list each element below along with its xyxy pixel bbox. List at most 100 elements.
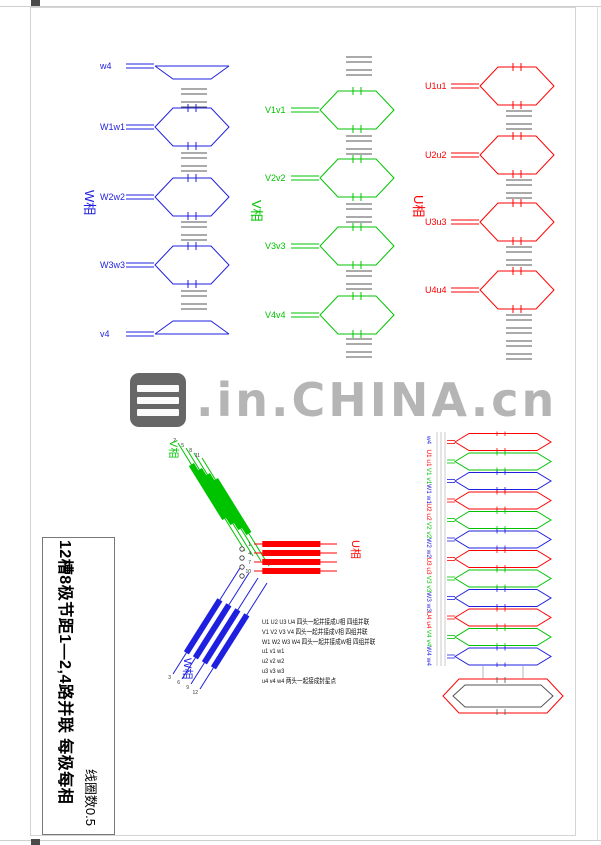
terminal-number: 1 bbox=[248, 542, 251, 548]
coil-shape bbox=[479, 135, 555, 175]
slot-coil bbox=[454, 550, 552, 568]
coil-body bbox=[192, 603, 232, 660]
coil-label: V3v3 bbox=[265, 241, 286, 251]
terminal-number: 2 bbox=[173, 438, 176, 444]
star-point bbox=[239, 564, 245, 570]
note-line: U1 U2 U3 U4 四头一起并接成U相 四组并联 bbox=[262, 619, 370, 626]
coil-body bbox=[210, 613, 250, 670]
page-edge-line-top bbox=[0, 6, 601, 7]
coil-body bbox=[201, 608, 241, 665]
slot-label: V2 v2 bbox=[425, 522, 432, 539]
scan-mark-top bbox=[31, 0, 40, 6]
terminal-number: 12 bbox=[192, 690, 198, 696]
end-coil-inner bbox=[452, 684, 554, 708]
coil-shape bbox=[154, 245, 230, 285]
slot-coil bbox=[454, 589, 552, 607]
coil-shape bbox=[319, 226, 395, 266]
star-point bbox=[239, 555, 245, 561]
coil-label: w4 bbox=[99, 61, 112, 71]
watermark-text: .in.CHINA.cn bbox=[196, 373, 558, 427]
phase-label: W相 bbox=[82, 190, 97, 215]
coil-body bbox=[212, 478, 252, 536]
coil-label: U3u3 bbox=[425, 217, 447, 227]
note-line: u1 v1 w1 bbox=[262, 648, 285, 656]
title-line1: 12槽8极节距1—2,4路并联 每极每相 bbox=[56, 540, 74, 805]
slot-label: W4 w4 bbox=[425, 646, 432, 666]
slot-label: U4 u4 bbox=[425, 611, 432, 629]
coil-label: W2w2 bbox=[100, 192, 125, 202]
coil-label: U4u4 bbox=[425, 285, 447, 295]
slot-coil bbox=[454, 530, 552, 549]
terminal-number: 11 bbox=[195, 453, 200, 459]
coil-label: W1w1 bbox=[100, 122, 125, 132]
half-coil bbox=[154, 65, 230, 80]
phase-label: U相 bbox=[411, 195, 426, 217]
sheet-frame bbox=[30, 7, 576, 836]
coil-label: v4 bbox=[100, 329, 110, 339]
phase-label: W相 bbox=[181, 658, 194, 679]
slot-label: W1 w1 bbox=[425, 484, 432, 504]
coil-label: W3w3 bbox=[100, 260, 125, 270]
slot-label: U2 u2 bbox=[425, 503, 432, 521]
watermark: .in.CHINA.cn bbox=[130, 368, 557, 432]
connection-notes: U1 U2 U3 U4 四头一起并接成U相 四组并联 V1 V2 V3 V4 四头… bbox=[262, 618, 393, 687]
title-rotated-text: 线圈数0.5 12槽8极节距1—2,4路并联 每极每相 bbox=[43, 538, 114, 834]
slot-coil bbox=[454, 472, 552, 490]
coil-body bbox=[188, 463, 228, 521]
half-coil bbox=[154, 320, 230, 335]
terminal-number: 10 bbox=[245, 569, 251, 575]
coil-shape bbox=[154, 177, 230, 217]
slot-label: W2 w2 bbox=[425, 538, 432, 558]
terminal-number: 7 bbox=[248, 560, 251, 566]
slot-coil bbox=[454, 511, 552, 529]
coil-label: U2u2 bbox=[425, 150, 447, 160]
terminal-number: 9 bbox=[186, 685, 189, 691]
note-line: V1 V2 V3 V4 四头一起并接成V相 四组并联 bbox=[262, 628, 368, 636]
coil-shape bbox=[319, 158, 395, 198]
slot-label: w4 bbox=[425, 435, 432, 445]
made-in-china-logo bbox=[130, 373, 186, 427]
slot-label: U3 u3 bbox=[425, 557, 432, 575]
coil-shape bbox=[479, 66, 555, 106]
note-line: u4 v4 w4 两头一起接成封星点 bbox=[262, 677, 337, 685]
title-line2: 线圈数0.5 bbox=[83, 768, 99, 826]
slot-label: V3 v3 bbox=[425, 576, 432, 593]
slot-coil bbox=[454, 608, 552, 627]
terminal-number: 8 bbox=[189, 448, 192, 454]
coil-label: V2v2 bbox=[265, 173, 286, 183]
note-line: W1 W2 W3 W4 四头一起并接成W相 四组并联 bbox=[262, 638, 376, 646]
note-line: u2 v2 w2 bbox=[262, 658, 285, 666]
page-edge-line-bottom bbox=[0, 840, 601, 841]
slot-coil bbox=[454, 647, 552, 666]
page-edge-line-right bbox=[597, 6, 598, 840]
terminal-number: 6 bbox=[177, 680, 180, 686]
coil-label: V1v1 bbox=[265, 105, 286, 115]
phase-label: V相 bbox=[249, 200, 264, 222]
title-block: 线圈数0.5 12槽8极节距1—2,4路并联 每极每相 bbox=[42, 537, 115, 835]
terminal-number: 5 bbox=[181, 443, 184, 449]
star-point bbox=[239, 573, 245, 579]
coil-shape bbox=[479, 202, 555, 242]
note-line: u3 v3 w3 bbox=[262, 667, 285, 675]
star-point bbox=[239, 546, 245, 552]
coil-label: U1u1 bbox=[425, 81, 447, 91]
coil-shape bbox=[319, 90, 395, 130]
end-coil-outer bbox=[442, 678, 564, 714]
coil-shape bbox=[319, 295, 395, 335]
slot-label: V4 v4 bbox=[425, 630, 432, 647]
slot-label: V1 v1 bbox=[425, 468, 432, 485]
coil-body bbox=[183, 598, 223, 655]
phase-label: V相 bbox=[167, 440, 180, 458]
slot-coil bbox=[454, 569, 552, 588]
terminal-number: 3 bbox=[168, 675, 171, 681]
slot-coil bbox=[454, 433, 552, 451]
terminal-number: 4 bbox=[248, 551, 251, 557]
slot-coil bbox=[454, 491, 552, 510]
scan-mark-bottom bbox=[31, 839, 40, 845]
coil-label: V4v4 bbox=[265, 310, 286, 320]
slot-label: W3 w3 bbox=[425, 592, 432, 612]
